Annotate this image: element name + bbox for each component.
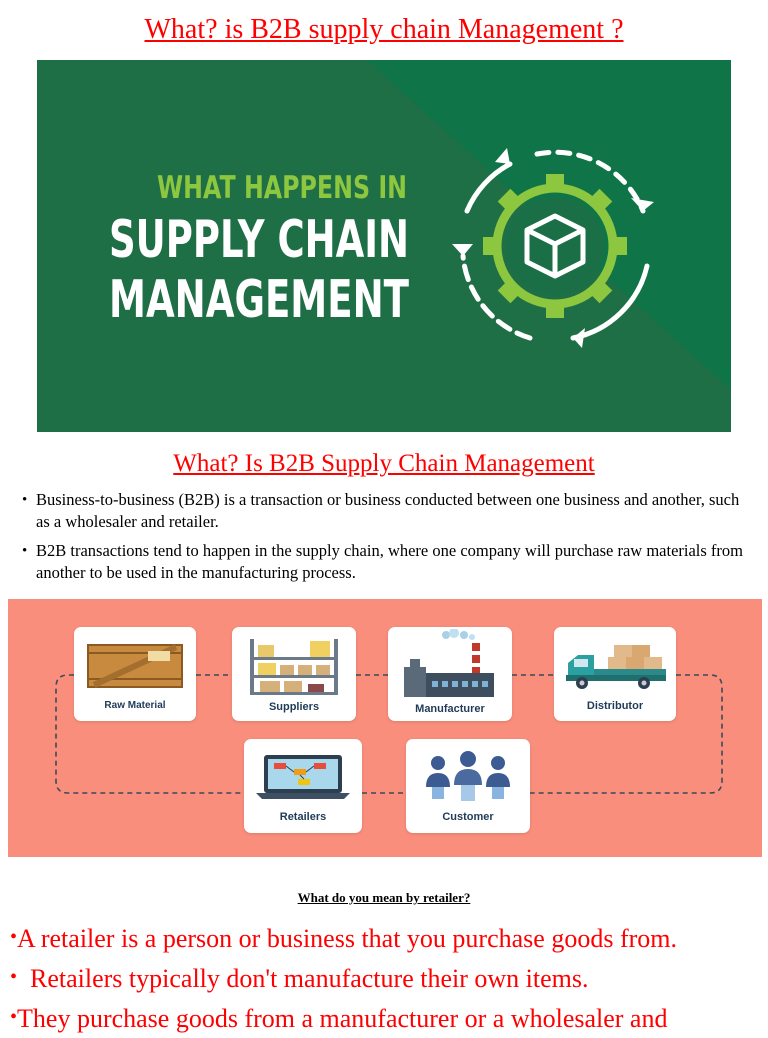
stage-manufacturer: Manufacturer xyxy=(388,627,512,721)
retailer-point: • Retailers typically don't manufacture … xyxy=(10,958,768,998)
stage-raw-material: Raw Material xyxy=(74,627,196,721)
factory-icon xyxy=(404,629,494,697)
supply-chain-diagram: Raw Material Suppliers xyxy=(8,599,762,857)
stage-retailers: Retailers xyxy=(244,739,362,833)
retailer-point-text: They purchase goods from a manufacturer … xyxy=(17,1004,668,1033)
definition-item: B2B transactions tend to happen in the s… xyxy=(22,540,752,584)
retailer-points-list: •A retailer is a person or business that… xyxy=(10,918,768,1038)
stage-distributor: Distributor xyxy=(554,627,676,721)
delivery-truck-icon xyxy=(566,645,666,689)
banner-line-1: WHAT HAPPENS IN xyxy=(157,170,407,206)
wooden-crate-icon xyxy=(87,644,183,688)
retailer-point-text: A retailer is a person or business that … xyxy=(17,924,677,953)
stage-label: Raw Material xyxy=(104,700,166,711)
flow-connector-lines xyxy=(55,674,723,794)
gear-cycle-box-icon xyxy=(452,148,654,348)
laptop-store-icon xyxy=(256,755,350,799)
stage-label: Retailers xyxy=(279,811,327,823)
banner-line-2: SUPPLY CHAIN xyxy=(109,210,409,270)
people-group-icon xyxy=(426,751,510,801)
stage-label: Manufacturer xyxy=(415,703,485,715)
bullet-icon: • xyxy=(10,966,18,988)
stage-suppliers: Suppliers xyxy=(232,627,356,721)
retailer-point-text: Retailers typically don't manufacture th… xyxy=(30,964,589,993)
section-subtitle: What? Is B2B Supply Chain Management xyxy=(173,450,595,477)
definition-item: Business-to-business (B2B) is a transact… xyxy=(22,489,752,533)
retailer-point: •A retailer is a person or business that… xyxy=(10,918,768,958)
page-title: What? is B2B supply chain Management ? xyxy=(144,14,624,45)
retailer-point: •They purchase goods from a manufacturer… xyxy=(10,998,768,1038)
bullet-icon: • xyxy=(10,1006,18,1028)
stage-customer: Customer xyxy=(406,739,530,833)
stage-label: Customer xyxy=(442,811,494,823)
banner-line-3: MANAGEMENT xyxy=(109,270,409,330)
definition-list: Business-to-business (B2B) is a transact… xyxy=(22,489,752,591)
stage-label: Distributor xyxy=(586,700,644,712)
banner-image: WHAT HAPPENS IN SUPPLY CHAIN MANAGEMENT xyxy=(37,60,731,432)
warehouse-shelf-icon xyxy=(250,639,338,695)
bullet-icon: • xyxy=(10,926,18,948)
stage-label: Suppliers xyxy=(268,701,320,713)
retailer-question-heading: What do you mean by retailer? xyxy=(297,890,471,905)
